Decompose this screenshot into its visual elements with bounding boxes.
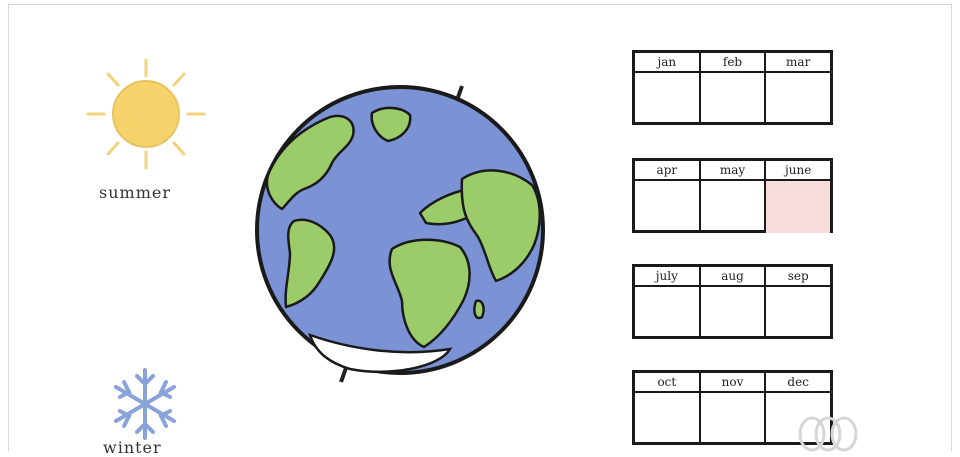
month-sep: sep	[764, 267, 830, 285]
highlighted-month-cell	[764, 181, 830, 233]
month-mar: mar	[764, 53, 830, 71]
month-cell	[699, 181, 765, 233]
month-cell	[699, 73, 765, 125]
sun-icon	[78, 50, 218, 180]
month-cell	[635, 73, 699, 125]
winter-label: winter	[103, 438, 162, 457]
month-aug: aug	[699, 267, 765, 285]
month-july: july	[635, 267, 699, 285]
calendar-q3: july aug sep	[632, 264, 833, 339]
month-jan: jan	[635, 53, 699, 71]
month-cell	[699, 287, 765, 339]
earth-globe	[250, 85, 560, 385]
month-june: june	[764, 161, 830, 179]
month-dec: dec	[764, 373, 830, 391]
month-cell	[699, 393, 765, 445]
month-feb: feb	[699, 53, 765, 71]
month-cell	[635, 287, 699, 339]
month-cell	[764, 287, 830, 339]
month-nov: nov	[699, 373, 765, 391]
month-cell	[635, 393, 699, 445]
broadcaster-logo	[796, 412, 860, 452]
month-oct: oct	[635, 373, 699, 391]
calendar-q2: apr may june	[632, 158, 833, 233]
month-apr: apr	[635, 161, 699, 179]
month-cell	[635, 181, 699, 233]
month-may: may	[699, 161, 765, 179]
summer-label: summer	[99, 183, 171, 202]
calendar-q1: jan feb mar	[632, 50, 833, 125]
month-cell	[764, 73, 830, 125]
snowflake-icon	[100, 364, 190, 444]
